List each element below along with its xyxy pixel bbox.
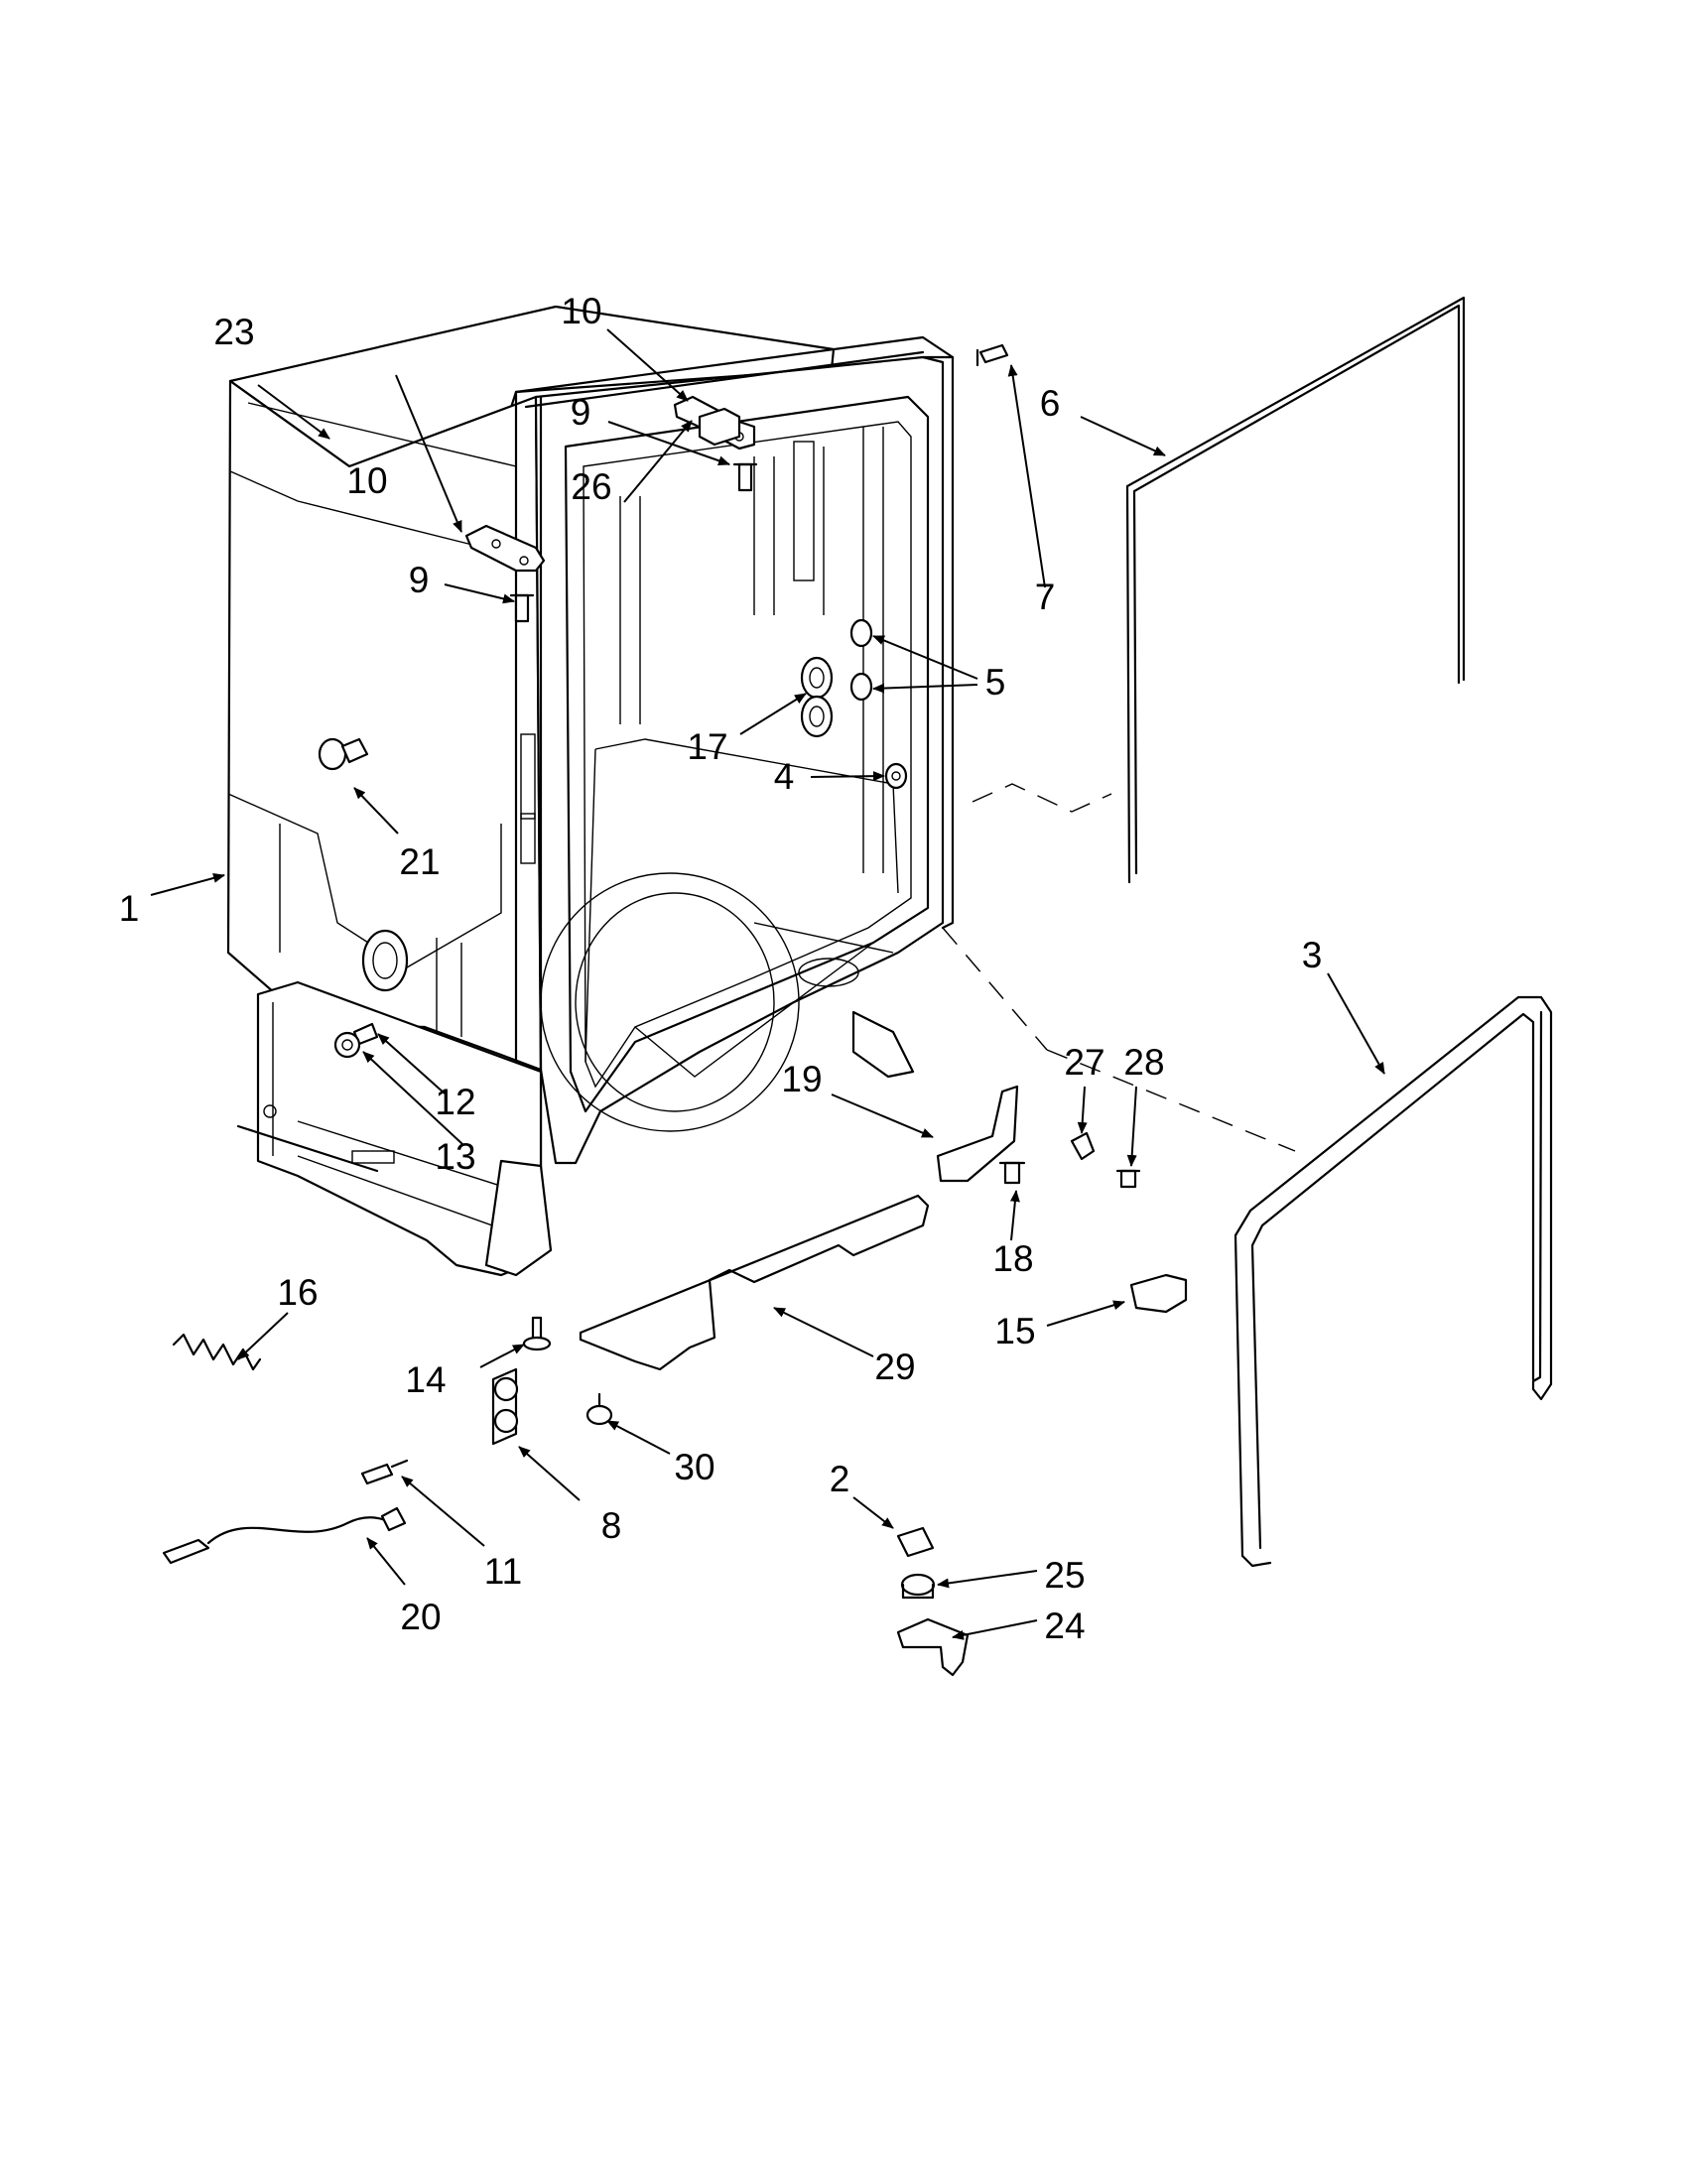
- clip-2: [896, 1526, 935, 1558]
- mounting-bracket-10b: [464, 524, 546, 573]
- callout-1: 1: [119, 888, 140, 929]
- base-chassis: [236, 980, 915, 1277]
- clip-27: [1070, 1131, 1096, 1161]
- screw-18: [998, 1161, 1026, 1185]
- callout-5: 5: [985, 662, 1006, 703]
- bracket-15: [1129, 1273, 1188, 1314]
- float-25: [900, 1573, 936, 1600]
- callout-4: 4: [774, 756, 795, 797]
- callout-25: 25: [1044, 1555, 1085, 1596]
- callout-10-upper: 10: [561, 291, 601, 331]
- callout-16: 16: [277, 1272, 318, 1313]
- leader-lines: [150, 328, 1385, 1640]
- fastener-30: [585, 1392, 613, 1426]
- callout-24: 24: [1044, 1606, 1085, 1646]
- callout-9-lower: 9: [409, 560, 430, 600]
- callout-3: 3: [1302, 935, 1323, 975]
- wheel-assembly-8: [491, 1367, 519, 1446]
- toe-panel-29: [579, 1194, 930, 1371]
- callout-12: 12: [435, 1082, 475, 1122]
- callout-20: 20: [400, 1597, 441, 1637]
- callout-13: 13: [435, 1136, 475, 1177]
- callout-17: 17: [687, 726, 727, 767]
- screw-11: [360, 1459, 409, 1485]
- callout-26: 26: [571, 466, 611, 507]
- callout-labels: 23 10 9 10 26 9 6 7 5 17 4 21 1 3 27 28 …: [119, 291, 1323, 1646]
- plug-21: [318, 737, 369, 771]
- callout-21: 21: [399, 841, 440, 882]
- callout-27: 27: [1064, 1042, 1104, 1083]
- callout-23: 23: [213, 312, 254, 352]
- float-switch-24: [896, 1617, 970, 1677]
- foot-13: [333, 1031, 361, 1059]
- callout-7: 7: [1035, 577, 1056, 617]
- callout-2: 2: [830, 1459, 850, 1499]
- callout-15: 15: [994, 1311, 1035, 1351]
- door-gasket-6: [1125, 296, 1466, 884]
- callout-29: 29: [874, 1347, 915, 1387]
- callout-9-upper: 9: [571, 392, 591, 433]
- callout-18: 18: [992, 1238, 1033, 1279]
- callout-6: 6: [1040, 383, 1061, 424]
- screw-28: [1115, 1169, 1141, 1189]
- dishwasher-tub: [226, 305, 955, 1173]
- bracket-19: [936, 1085, 1019, 1183]
- ground-wire-20: [162, 1506, 407, 1565]
- callout-28: 28: [1123, 1042, 1164, 1083]
- screw-9a: [732, 462, 758, 492]
- wheel-17: [800, 656, 834, 738]
- clip-26: [698, 407, 741, 447]
- callout-30: 30: [674, 1447, 714, 1487]
- screw-7: [975, 343, 1009, 367]
- callout-10-lower: 10: [346, 460, 387, 501]
- tub-gasket-3: [1234, 995, 1553, 1568]
- assembly-guide-lines: [942, 783, 1296, 1152]
- nut-4: [884, 762, 908, 790]
- leg-14: [522, 1316, 552, 1351]
- callout-19: 19: [781, 1059, 822, 1099]
- callout-14: 14: [405, 1359, 446, 1400]
- washer-5: [849, 618, 873, 702]
- callout-8: 8: [601, 1505, 622, 1546]
- callout-11: 11: [484, 1551, 522, 1592]
